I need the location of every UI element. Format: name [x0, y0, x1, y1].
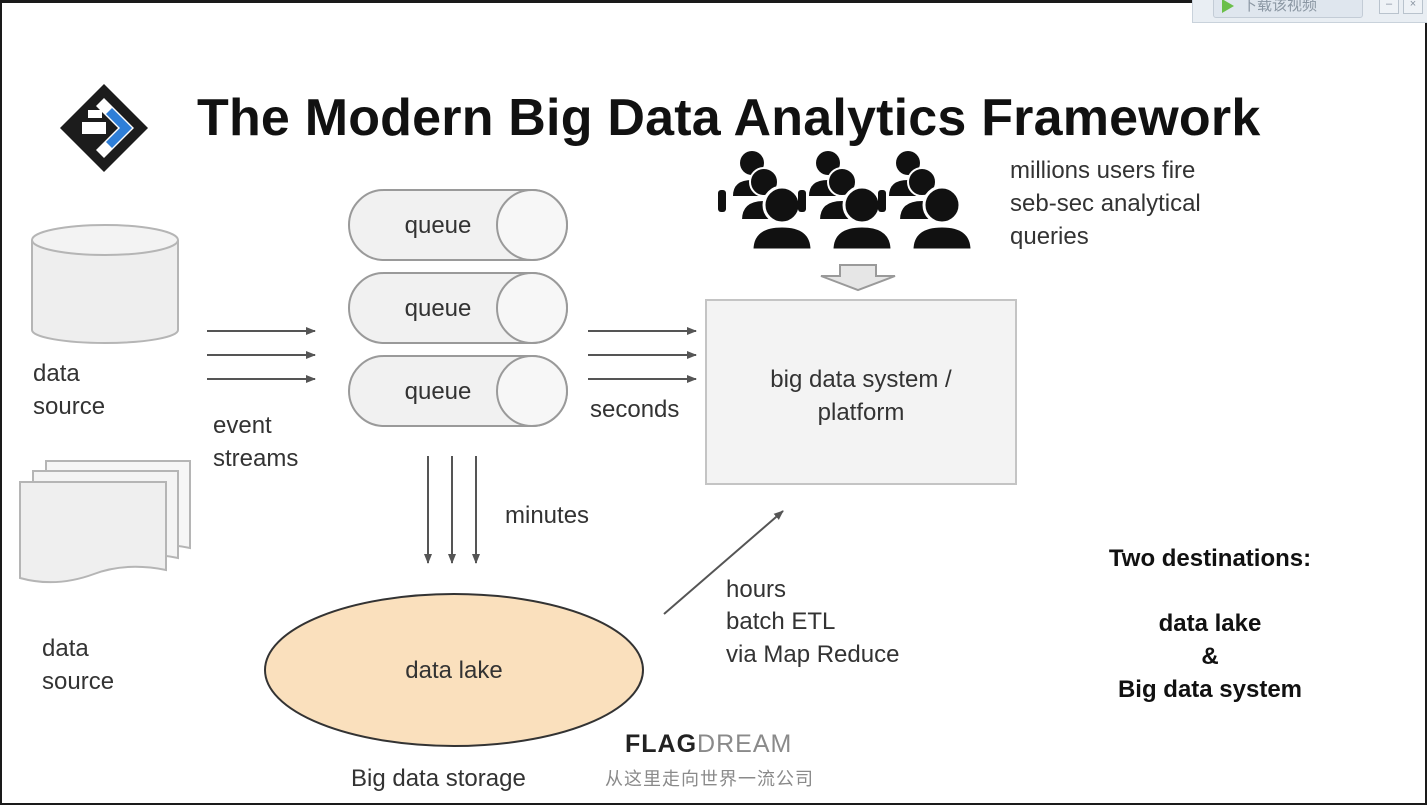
doc-source-label-line1: data	[42, 635, 89, 662]
users-desc-line2: seb-sec analytical	[1010, 190, 1201, 217]
hours-label: hours	[726, 576, 787, 603]
summary-ampersand: &	[1201, 643, 1219, 670]
download-video-label: 下载该视频	[1242, 0, 1318, 14]
queue-shape-3	[348, 355, 568, 427]
close-icon[interactable]: ×	[1403, 0, 1423, 14]
minutes-arrows	[424, 456, 480, 564]
documents-icon	[19, 460, 191, 584]
users-desc-line3: queries	[1010, 223, 1089, 250]
watermark-tagline: 从这里走向世界一流公司	[605, 769, 814, 789]
queue-label-2: queue	[404, 295, 472, 322]
minutes-label: minutes	[505, 502, 590, 529]
users-desc-line1: millions users fire	[1010, 157, 1196, 184]
platform-label-line2: platform	[817, 399, 905, 426]
download-video-button[interactable]: 下载该视频	[1213, 0, 1363, 18]
users-crowd-icon	[718, 151, 974, 252]
database-icon	[31, 224, 179, 344]
summary-data-lake: data lake	[1158, 610, 1262, 637]
data-lake-shape	[264, 593, 644, 747]
queue-shape-2	[348, 272, 568, 344]
event-streams-label-line1: event	[213, 412, 272, 439]
user-icon-front-1	[750, 185, 814, 252]
brand-light: DREAM	[697, 730, 793, 758]
slide-title: The Modern Big Data Analytics Framework	[197, 89, 1261, 147]
summary-heading: Two destinations:	[1108, 545, 1312, 572]
data-lake-label: data lake	[405, 657, 503, 684]
big-data-platform-box: big data system / platform	[705, 299, 1017, 485]
queue-label-1: queue	[404, 212, 472, 239]
db-source-label-line1: data	[33, 360, 80, 387]
batch-etl-arrow	[663, 510, 784, 615]
query-down-arrow	[820, 264, 896, 292]
summary-big-data-system: Big data system	[1117, 676, 1303, 703]
event-streams-label-line2: streams	[213, 445, 299, 472]
user-icon-front-3	[910, 185, 974, 252]
big-data-storage-caption: Big data storage	[351, 765, 526, 792]
db-source-label-line2: source	[33, 393, 106, 420]
minimize-icon[interactable]: –	[1379, 0, 1399, 14]
batch-etl-label: batch ETL	[726, 608, 836, 635]
platform-label-line1: big data system /	[770, 366, 952, 393]
queue-label-3: queue	[404, 378, 472, 405]
framework-logo	[60, 84, 148, 172]
brand-strong: FLAG	[625, 730, 698, 758]
doc-source-label-line2: source	[42, 668, 115, 695]
video-download-bar: 下载该视频 – ×	[1192, 0, 1427, 23]
play-icon	[1222, 0, 1234, 13]
seconds-label: seconds	[590, 396, 680, 423]
seconds-arrows	[588, 327, 697, 383]
map-reduce-label: via Map Reduce	[726, 641, 900, 668]
flagdream-watermark: FLAGDREAM	[625, 730, 792, 759]
queue-shape-1	[348, 189, 568, 261]
event-stream-arrows	[207, 327, 316, 383]
